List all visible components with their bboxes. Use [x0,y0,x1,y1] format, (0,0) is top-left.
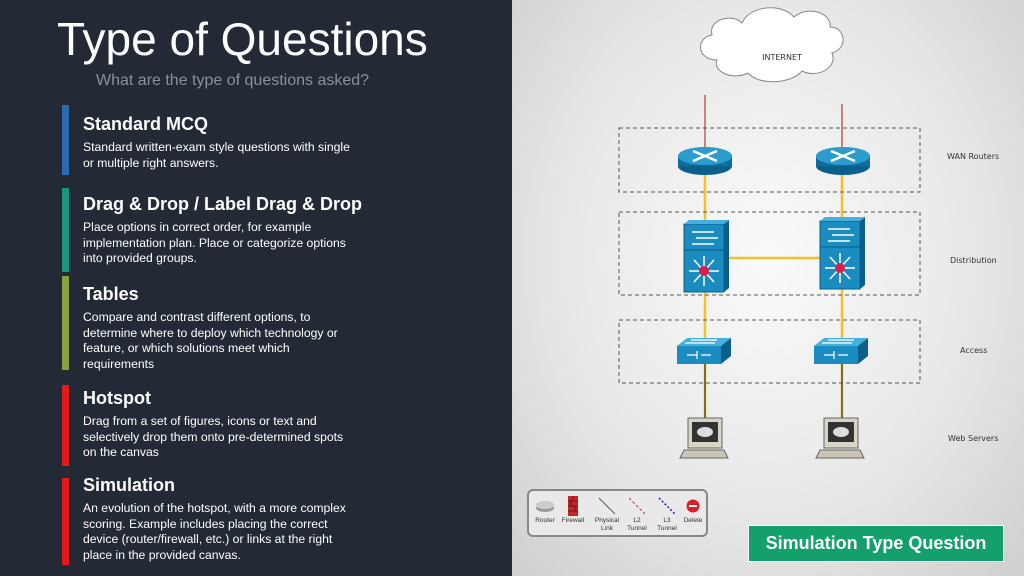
section-heading: Tables [83,284,139,304]
tool-l2-tunnel[interactable]: L2 Tunnel [623,495,651,533]
section-bar [62,105,69,175]
access-switch-icon [676,337,732,365]
slide-subtitle: What are the type of questions asked? [96,72,370,89]
simulation-type-question-label: Simulation Type Question [748,525,1004,562]
section-heading: Hotspot [83,388,151,408]
layer-label: Access [960,346,987,355]
internet-cloud-icon [700,7,844,83]
web-server-icon [679,417,729,459]
section-text: Compare and contrast different options, … [83,310,338,371]
wan-router-icon [814,145,872,177]
router-icon [531,495,559,517]
wan-router-icon [676,145,734,177]
tool-label: Router [535,517,555,524]
section-bar [62,385,69,466]
section-hotspot: Hotspot Drag from a set of figures, icon… [62,385,482,466]
slide-title: Type of Questions [57,13,428,65]
physical-link-icon [593,495,621,517]
l2-tunnel-icon [623,495,651,517]
left-panel: Type of Questions What are the type of q… [57,13,482,565]
tool-router[interactable]: Router [531,495,559,525]
web-server-icon [815,417,865,459]
simulation-canvas: INTERNET WAN Routers Distribution Access… [512,0,1024,576]
tool-label: Physical Link [594,517,620,532]
l3-tunnel-icon [653,495,681,517]
tool-label: Firewall [561,517,585,524]
tool-label: L3 Tunnel [657,517,677,532]
section-heading: Standard MCQ [83,114,209,134]
firewall-icon [559,495,587,517]
device-toolbar: Router Firewall Physical Link L2 Tunnel … [527,489,708,537]
access-switch-icon [813,337,869,365]
section-bar [62,276,69,370]
tool-l3-tunnel[interactable]: L3 Tunnel [653,495,681,533]
layer-label: WAN Routers [947,152,999,161]
section-heading: Drag & Drop / Label Drag & Drop [83,194,363,214]
tool-firewall[interactable]: Firewall [559,495,587,525]
section-text: An evolution of the hotspot, with a more… [83,501,346,562]
section-bar [62,478,69,565]
layer-label: Web Servers [948,434,998,443]
tool-physical-link[interactable]: Physical Link [593,495,621,533]
delete-icon [679,495,707,517]
section-drag-drop: Drag & Drop / Label Drag & Drop Place op… [62,188,482,272]
section-text: Place options in correct order, for exam… [83,220,346,265]
section-bar [62,188,69,272]
tool-label: L2 Tunnel [627,517,647,532]
section-heading: Simulation [83,475,176,495]
layer-label: Distribution [950,256,997,265]
section-text: Standard written-exam style questions wi… [83,140,350,170]
section-text: Drag from a set of figures, icons or tex… [83,414,344,459]
network-diagram: INTERNET WAN Routers Distribution Access… [618,7,999,459]
tool-label: Delete [683,517,703,524]
section-standard-mcq: Standard MCQ Standard written-exam style… [62,105,482,175]
distribution-switch-icon [683,219,730,293]
section-simulation: Simulation An evolution of the hotspot, … [62,475,482,565]
section-tables: Tables Compare and contrast different op… [62,276,482,371]
cloud-label: INTERNET [762,53,802,62]
tool-delete[interactable]: Delete [679,495,707,525]
distribution-switch-icon [819,216,866,290]
